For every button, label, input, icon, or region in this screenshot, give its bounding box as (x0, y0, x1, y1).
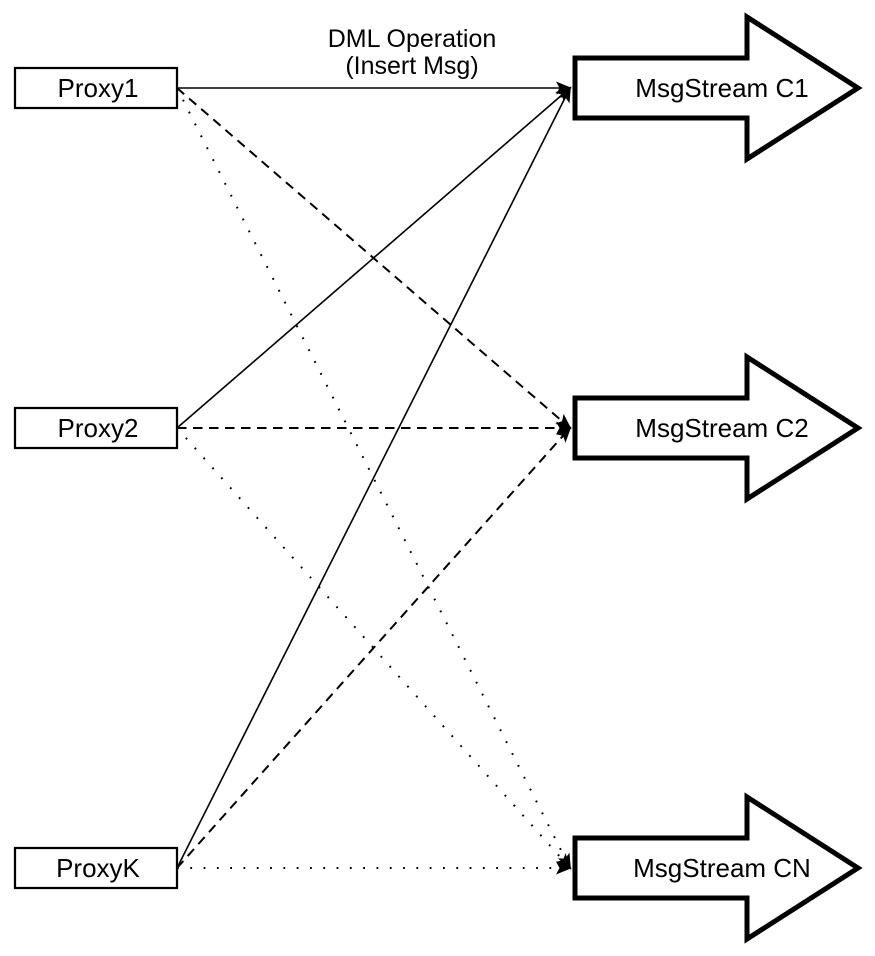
edge-dashed (176, 87, 572, 430)
proxy-box (13, 66, 179, 110)
proxy-label: Proxy1 (58, 73, 139, 103)
msgstream-label: MsgStream C2 (635, 413, 808, 443)
msgstream-arrow-shape (572, 352, 863, 504)
msgstream-arrow-shape (572, 12, 863, 164)
msgstream-arrow-shape (572, 792, 863, 944)
node-proxy1: Proxy1 (13, 66, 179, 110)
node-msgstream-c1: MsgStream C1 (572, 12, 863, 164)
edges-layer (176, 81, 572, 875)
node-proxy2: Proxy2 (13, 406, 179, 450)
edge-solid (176, 86, 571, 869)
proxy-box (13, 846, 179, 890)
msgstream-label: MsgStream C1 (635, 73, 808, 103)
insert-msg-label: (Insert Msg) (345, 52, 478, 80)
node-proxyk: ProxyK (13, 846, 179, 890)
node-msgstream-cn: MsgStream CN (572, 792, 863, 944)
node-msgstream-c2: MsgStream C2 (572, 352, 863, 504)
proxy-label: Proxy2 (58, 413, 139, 443)
edge-dashed (176, 426, 572, 869)
dml-operation-label: DML Operation (328, 25, 497, 53)
proxy-box (13, 406, 179, 450)
proxy-label: ProxyK (56, 853, 140, 883)
msgstream-label: MsgStream CN (633, 853, 811, 883)
